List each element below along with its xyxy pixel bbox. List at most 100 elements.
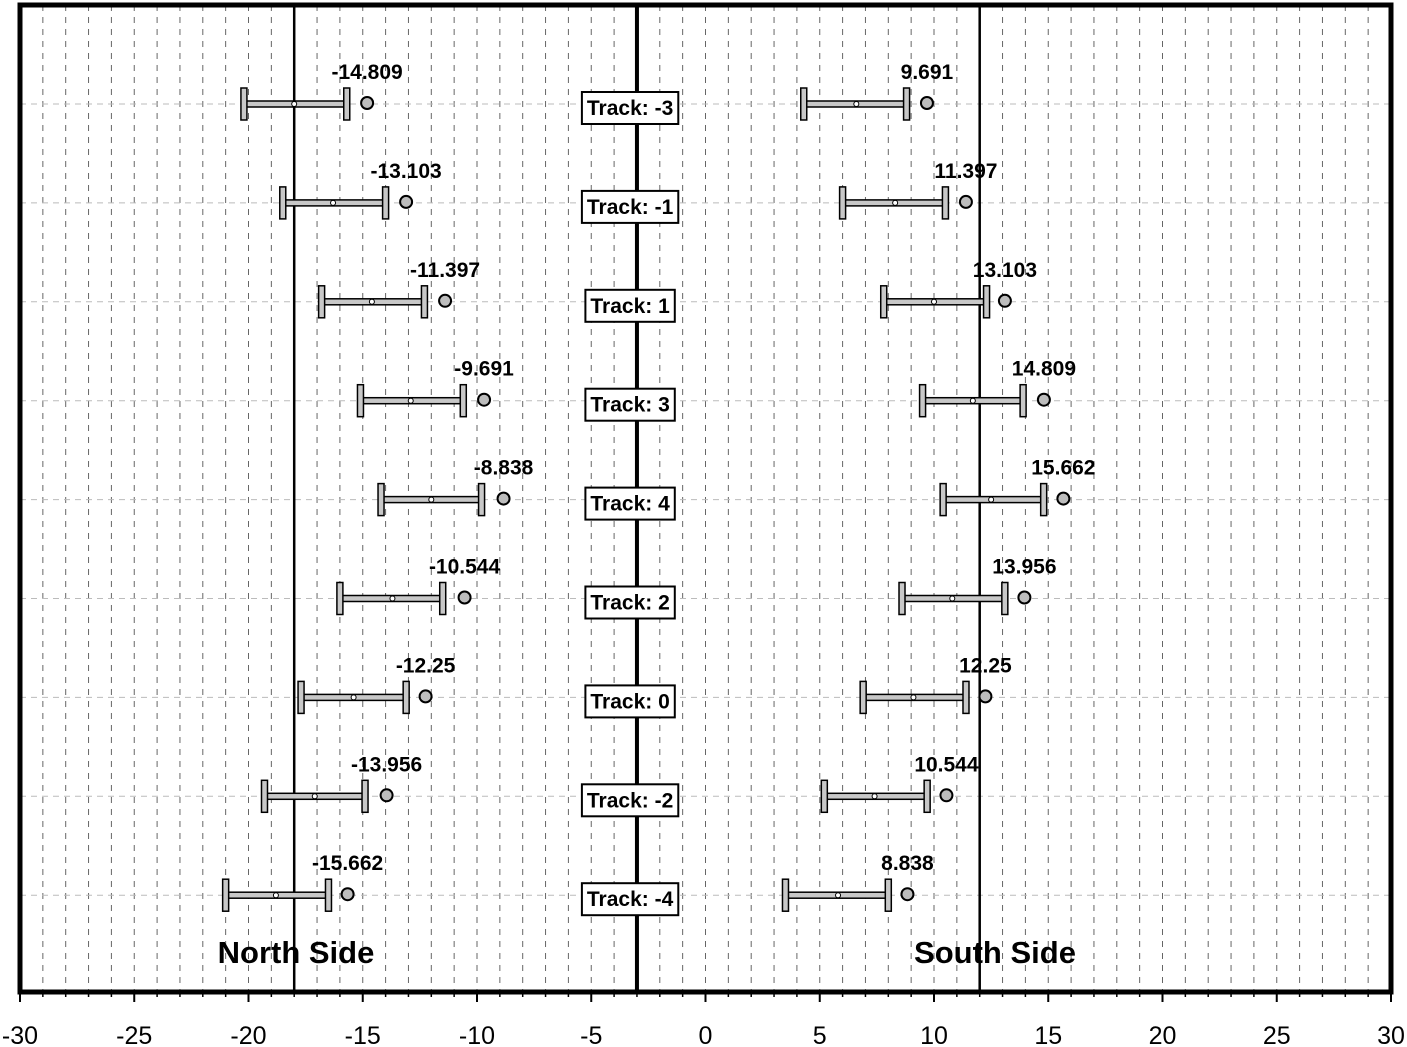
north-interval-center bbox=[330, 199, 337, 206]
south-interval-center bbox=[969, 397, 976, 404]
north-value-label: -15.662 bbox=[312, 852, 383, 875]
south-value-point bbox=[900, 887, 915, 902]
north-interval-group: -14.809 bbox=[240, 61, 403, 121]
south-interval-right-cap bbox=[982, 285, 991, 319]
north-interval-right-cap bbox=[324, 878, 333, 912]
south-interval-group: 11.397 bbox=[838, 160, 997, 220]
south-interval-group: 13.103 bbox=[879, 259, 1037, 319]
south-interval-group: 12.25 bbox=[859, 654, 1012, 715]
south-interval-group: 14.809 bbox=[918, 358, 1076, 418]
north-interval-center bbox=[272, 892, 279, 899]
track-label-box bbox=[580, 882, 680, 917]
south-interval-left-cap bbox=[820, 779, 829, 814]
south-interval-right-cap bbox=[884, 878, 893, 912]
south-interval-group: 8.838 bbox=[781, 852, 934, 912]
north-value-point bbox=[457, 590, 472, 605]
north-value-label: -13.103 bbox=[370, 160, 441, 183]
north-value-point bbox=[438, 293, 453, 308]
x-tick-label: 15 bbox=[1034, 1022, 1062, 1047]
north-interval-group: -11.397 bbox=[317, 259, 480, 319]
track-label: Track: 1 bbox=[590, 295, 670, 318]
south-interval-center bbox=[871, 793, 878, 800]
track-label: Track: 2 bbox=[590, 592, 669, 615]
track-label: Track: -4 bbox=[587, 888, 674, 911]
south-interval-center bbox=[988, 496, 995, 503]
track-label-group: Track: 3 bbox=[584, 387, 676, 422]
south-interval-left-cap bbox=[800, 87, 808, 121]
south-interval-left-cap bbox=[939, 482, 947, 517]
north-interval-group: -8.838 bbox=[377, 457, 534, 517]
north-interval-group: -12.25 bbox=[297, 654, 456, 715]
x-tick-label: 10 bbox=[920, 1022, 948, 1047]
south-value-label: 14.809 bbox=[1012, 358, 1076, 381]
south-side-label: South Side bbox=[914, 935, 1076, 970]
north-interval-center bbox=[291, 101, 298, 107]
x-tick-label: -10 bbox=[459, 1022, 495, 1047]
south-interval-right-cap bbox=[941, 186, 950, 220]
north-interval-right-cap bbox=[438, 581, 447, 616]
north-value-label: -13.956 bbox=[351, 753, 422, 776]
south-value-point bbox=[919, 96, 934, 110]
track-label-group: Track: 1 bbox=[584, 288, 676, 323]
track-label-box bbox=[580, 189, 680, 224]
south-value-label: 15.662 bbox=[1031, 457, 1095, 480]
north-interval-right-cap bbox=[343, 87, 351, 121]
north-value-label: -8.838 bbox=[474, 457, 534, 480]
track-label-box bbox=[580, 783, 680, 818]
south-interval-left-cap bbox=[879, 285, 888, 319]
x-tick-label: 25 bbox=[1263, 1022, 1291, 1047]
south-value-label: 11.397 bbox=[934, 160, 997, 183]
north-interval-group: -15.662 bbox=[221, 852, 383, 912]
north-interval-center bbox=[407, 397, 414, 404]
north-interval-right-cap bbox=[381, 186, 390, 220]
track-label-group: Track: 0 bbox=[584, 684, 676, 719]
south-interval-right-cap bbox=[902, 87, 911, 121]
north-interval-left-cap bbox=[356, 383, 365, 418]
track-label: Track: -1 bbox=[587, 196, 674, 219]
north-side-label: North Side bbox=[218, 935, 375, 970]
south-interval-right-cap bbox=[1019, 383, 1027, 418]
x-tick-label: -20 bbox=[230, 1022, 266, 1047]
x-tick-label: -30 bbox=[2, 1022, 38, 1047]
north-interval-center bbox=[368, 298, 375, 305]
north-value-point bbox=[340, 887, 355, 902]
south-interval-left-cap bbox=[838, 186, 847, 220]
south-value-point bbox=[978, 689, 993, 704]
north-value-label: -9.691 bbox=[454, 358, 514, 381]
north-interval-left-cap bbox=[377, 482, 385, 517]
north-interval-group: -10.544 bbox=[336, 556, 500, 616]
north-interval-left-cap bbox=[297, 680, 305, 715]
track-label: Track: 4 bbox=[590, 493, 670, 516]
north-interval-group: -9.691 bbox=[356, 358, 514, 418]
north-value-point bbox=[496, 491, 511, 506]
south-value-label: 13.956 bbox=[992, 556, 1056, 579]
south-value-label: 13.103 bbox=[973, 259, 1037, 282]
track-label-box bbox=[584, 684, 676, 719]
north-interval-left-cap bbox=[336, 581, 344, 616]
north-interval-right-cap bbox=[420, 285, 429, 319]
track-label-box bbox=[580, 91, 680, 125]
marks-layer: -14.809 9.691 -13.103 11.397 -11.397 13.103 -9… bbox=[221, 61, 1095, 917]
track-label-group: Track: -1 bbox=[580, 189, 680, 224]
track-label-group: Track: 2 bbox=[584, 585, 676, 620]
track-label-group: Track: -3 bbox=[580, 91, 680, 125]
north-value-point bbox=[477, 392, 492, 407]
south-value-point bbox=[958, 194, 973, 209]
grid-layer bbox=[20, 5, 1391, 992]
north-interval-right-cap bbox=[459, 383, 468, 418]
south-interval-group: 10.544 bbox=[820, 753, 979, 814]
track-label-box bbox=[584, 288, 676, 323]
north-value-label: -12.25 bbox=[396, 654, 456, 677]
track-label-box bbox=[584, 585, 676, 620]
south-interval-center bbox=[835, 892, 842, 899]
north-interval-center bbox=[311, 793, 318, 800]
x-tick-label: -5 bbox=[580, 1022, 602, 1047]
south-interval-right-cap bbox=[962, 680, 970, 715]
north-interval-center bbox=[389, 595, 396, 602]
x-tick-label: -25 bbox=[116, 1022, 152, 1047]
south-interval-right-cap bbox=[1039, 482, 1048, 517]
north-value-point bbox=[399, 194, 414, 209]
north-interval-group: -13.103 bbox=[279, 160, 442, 220]
track-label-group: Track: -4 bbox=[580, 882, 680, 917]
south-value-label: 9.691 bbox=[901, 61, 954, 84]
